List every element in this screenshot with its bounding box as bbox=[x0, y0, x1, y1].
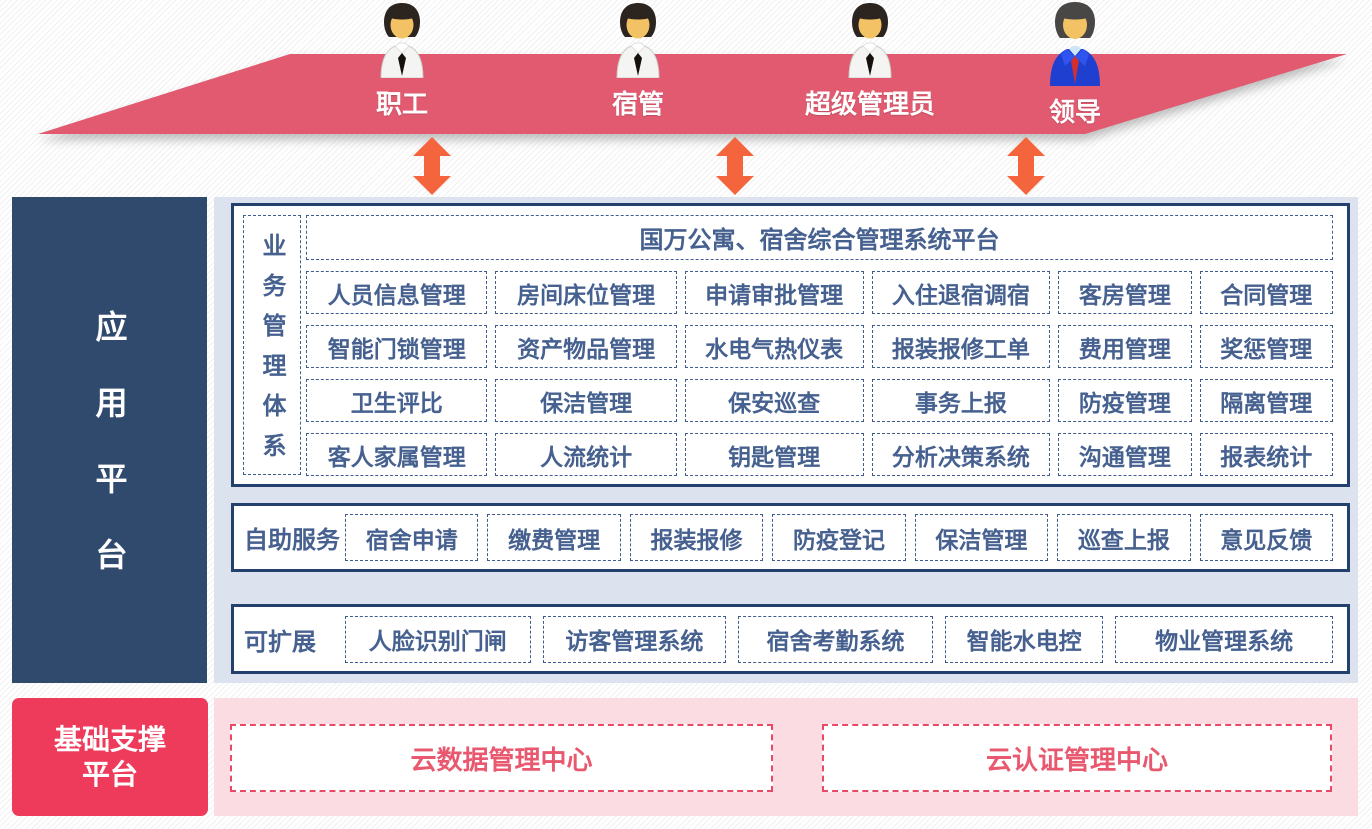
business-item: 入住退宿调宿 bbox=[871, 271, 1051, 314]
staff-avatar-icon bbox=[848, 3, 892, 78]
double-arrow-icon bbox=[716, 137, 754, 195]
business-item: 分析决策系统 bbox=[871, 433, 1051, 476]
app-platform-panel: 业务管理体系 国万公寓、宿舍综合管理系统平台 人员信息管理 房间床位管理 申请审… bbox=[214, 197, 1358, 683]
double-arrow-icon bbox=[1007, 137, 1045, 195]
banner-ribbon bbox=[38, 54, 1347, 134]
business-item: 钥匙管理 bbox=[684, 433, 864, 476]
base-platform-sidebar: 基础支撑 平台 bbox=[12, 698, 208, 816]
role-label: 职工 bbox=[375, 90, 428, 120]
business-item: 客房管理 bbox=[1058, 271, 1192, 314]
self-service-item: 防疫登记 bbox=[772, 514, 906, 561]
business-item: 费用管理 bbox=[1058, 325, 1192, 368]
self-service-item: 巡查上报 bbox=[1057, 514, 1191, 561]
self-service-items: 宿舍申请 缴费管理 报装报修 防疫登记 保洁管理 巡查上报 意见反馈 bbox=[345, 514, 1333, 561]
business-side-label: 业务管理体系 bbox=[258, 233, 286, 473]
role-group-staff: 职工 bbox=[327, 2, 477, 121]
business-side-label-box: 业务管理体系 bbox=[243, 215, 301, 475]
leader-avatar-icon bbox=[1050, 2, 1100, 86]
business-item: 事务上报 bbox=[871, 379, 1051, 422]
base-platform-label-line1: 基础支撑 bbox=[53, 723, 166, 756]
business-item: 人员信息管理 bbox=[306, 271, 488, 314]
role-group-super-admin: 超级管理员 bbox=[795, 2, 945, 121]
self-service-item: 缴费管理 bbox=[487, 514, 621, 561]
extensible-item: 物业管理系统 bbox=[1115, 615, 1333, 663]
self-service-item: 宿舍申请 bbox=[345, 514, 479, 561]
double-arrow-icon bbox=[413, 137, 451, 195]
staff-avatar-icon bbox=[616, 3, 660, 78]
business-row: 人员信息管理 房间床位管理 申请审批管理 入住退宿调宿 客房管理 合同管理 bbox=[306, 271, 1333, 314]
business-item: 房间床位管理 bbox=[495, 271, 677, 314]
business-row: 卫生评比 保洁管理 保安巡查 事务上报 防疫管理 隔离管理 bbox=[306, 379, 1333, 422]
role-label: 领导 bbox=[1048, 98, 1101, 128]
business-item: 卫生评比 bbox=[306, 379, 488, 422]
business-management-box: 业务管理体系 国万公寓、宿舍综合管理系统平台 人员信息管理 房间床位管理 申请审… bbox=[231, 203, 1350, 487]
business-item: 报装报修工单 bbox=[871, 325, 1051, 368]
extensible-item: 宿舍考勤系统 bbox=[738, 615, 933, 663]
business-item: 奖惩管理 bbox=[1199, 325, 1333, 368]
self-service-box: 自助服务 宿舍申请 缴费管理 报装报修 防疫登记 保洁管理 巡查上报 意见反馈 bbox=[231, 503, 1350, 572]
extensible-label: 可扩展 bbox=[244, 627, 316, 656]
extensible-item: 人脸识别门闸 bbox=[345, 615, 531, 663]
cloud-data-center-box: 云数据管理中心 bbox=[230, 724, 773, 792]
role-group-leader: 领导 bbox=[1000, 2, 1150, 129]
extensible-item: 访客管理系统 bbox=[542, 615, 727, 663]
self-service-label: 自助服务 bbox=[244, 526, 340, 554]
business-content: 国万公寓、宿舍综合管理系统平台 人员信息管理 房间床位管理 申请审批管理 入住退… bbox=[306, 215, 1333, 476]
business-item: 水电气热仪表 bbox=[684, 325, 864, 368]
self-service-item: 报装报修 bbox=[629, 514, 764, 561]
business-item: 报表统计 bbox=[1199, 433, 1333, 476]
role-group-dorm-manager: 宿管 bbox=[563, 2, 713, 121]
staff-avatar-icon bbox=[380, 3, 424, 78]
app-platform-sidebar: 应用平台 bbox=[12, 197, 207, 683]
business-item: 合同管理 bbox=[1199, 271, 1333, 314]
extensible-item: 智能水电控 bbox=[944, 615, 1104, 663]
self-service-item: 保洁管理 bbox=[914, 514, 1049, 561]
business-item: 申请审批管理 bbox=[684, 271, 864, 314]
business-item: 沟通管理 bbox=[1058, 433, 1192, 476]
extensible-items: 人脸识别门闸 访客管理系统 宿舍考勤系统 智能水电控 物业管理系统 bbox=[345, 615, 1333, 663]
self-service-item: 意见反馈 bbox=[1199, 514, 1333, 561]
role-label: 超级管理员 bbox=[804, 90, 935, 120]
business-item: 智能门锁管理 bbox=[306, 325, 488, 368]
business-row: 客人家属管理 人流统计 钥匙管理 分析决策系统 沟通管理 报表统计 bbox=[306, 433, 1333, 476]
business-platform-title: 国万公寓、宿舍综合管理系统平台 bbox=[306, 215, 1333, 260]
app-platform-label: 应用平台 bbox=[90, 310, 129, 614]
business-item: 隔离管理 bbox=[1199, 379, 1333, 422]
business-item: 保洁管理 bbox=[495, 379, 677, 422]
business-item: 防疫管理 bbox=[1058, 379, 1192, 422]
business-row: 智能门锁管理 资产物品管理 水电气热仪表 报装报修工单 费用管理 奖惩管理 bbox=[306, 325, 1333, 368]
cloud-auth-center-box: 云认证管理中心 bbox=[822, 724, 1332, 792]
base-platform-label-line2: 平台 bbox=[81, 758, 138, 791]
role-label: 宿管 bbox=[611, 90, 664, 120]
business-item: 人流统计 bbox=[495, 433, 677, 476]
business-item: 保安巡查 bbox=[684, 379, 864, 422]
base-platform-panel: 云数据管理中心 云认证管理中心 bbox=[214, 698, 1358, 816]
business-item: 资产物品管理 bbox=[495, 325, 677, 368]
business-item: 客人家属管理 bbox=[306, 433, 488, 476]
extensible-box: 可扩展 人脸识别门闸 访客管理系统 宿舍考勤系统 智能水电控 物业管理系统 bbox=[231, 604, 1350, 674]
